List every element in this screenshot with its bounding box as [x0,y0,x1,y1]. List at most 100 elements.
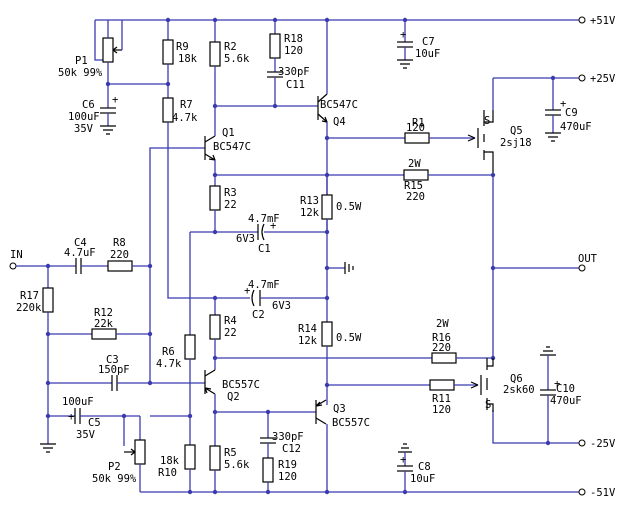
cap-c7: + C7 10uF [397,20,440,69]
cap-c8: + C8 10uF [397,443,435,495]
r1-value: 120 [406,122,425,134]
c9-ref: C9 [565,107,578,119]
c11-ref: C11 [286,79,305,91]
c7-value: 10uF [415,48,440,60]
svg-text:+: + [400,29,406,41]
svg-text:+: + [560,98,566,110]
r9-ref: R9 [176,41,189,53]
rail-label-pos25: +25V [590,73,616,85]
r1-ref: R1 [412,117,425,129]
p2-ref: P2 [108,461,121,473]
c1-voltage: 6V3 [236,233,255,245]
cap-c10: + C10 470uF [540,346,582,443]
svg-text:+: + [112,94,118,106]
r2-value: 5.6k [224,53,250,65]
q5-ref: Q5 [510,125,523,137]
resistor-r1: R1 120 [327,117,476,144]
r12-ref: R12 [94,307,113,319]
mid-ground [327,262,354,274]
rail-label-pos51: +51V [590,15,616,27]
r14-power: 0.5W [336,332,362,344]
cap-c2: + 4.7mF 6V3 C2 [212,279,327,321]
transistor-q6: S Q6 2sk60 [480,358,535,412]
out-label: OUT [578,253,598,265]
q4-part: BC547C [320,99,358,111]
r11-ref: R11 [432,393,451,405]
ground-left [40,438,56,453]
r13-power: 0.5W [336,201,362,213]
c5-ref: C5 [88,417,101,429]
output-node: OUT [490,175,598,358]
r19-value: 120 [278,471,297,483]
cap-c3: C3 150pF [45,354,205,391]
r13-ref: R13 [300,195,319,207]
r7-ref: R7 [180,99,193,111]
c6-ref: C6 [82,99,95,111]
p2-value: 50k 99% [92,473,137,485]
resistor-r17: R17 220k [16,266,54,438]
r10-value: 18k [160,455,180,467]
c2-ref: C2 [252,309,265,321]
r19-ref: R19 [278,459,297,471]
r15-ref: R15 [404,180,423,192]
resistor-r7: R7 4.7k [162,84,215,299]
c12-ref: C12 [282,443,301,455]
resistor-r6: R6 4.7k [156,334,196,445]
c10-value: 470uF [550,395,582,407]
q1-ref: Q1 [222,127,235,139]
transistor-q3: Q3 BC557C [315,399,370,492]
c11-value: 330pF [278,66,310,78]
resistor-r5: R5 5.6k [209,445,250,495]
q2-part: BC557C [222,379,260,391]
cap-c6: + C6 100uF 35V [68,84,118,135]
r15-power: 2W [408,158,421,170]
r13-value: 12k [300,207,320,219]
c3-ref: C3 [106,354,119,366]
pot-p1: P1 50k 99% [58,20,123,84]
resistor-r14: R14 12k 0.5W [298,321,362,405]
c2-value: 4.7mF [248,279,280,291]
q3-part: BC557C [332,417,370,429]
r7-value: 4.7k [172,112,198,124]
rail-label-neg25: -25V [590,438,616,450]
transistor-q5: S Q5 2sj18 [477,110,532,175]
r2-ref: R2 [224,41,237,53]
r3-ref: R3 [224,187,237,199]
rail-neg25: -25V [492,410,616,450]
r8-ref: R8 [113,237,126,249]
rail-pos25: +25V [492,73,616,110]
q6-ref: Q6 [510,373,523,385]
r6-ref: R6 [162,346,175,358]
r12-value: 22k [94,318,114,330]
c3-value: 150pF [98,364,130,376]
r6-value: 4.7k [156,358,182,370]
c9-value: 470uF [560,121,592,133]
r16-value: 220 [432,342,451,354]
resistor-r18: R18 120 [269,20,303,72]
r4-ref: R4 [224,315,237,327]
r5-value: 5.6k [224,459,250,471]
svg-text:+: + [400,454,406,466]
r16-power: 2W [436,318,449,330]
pot-p2: P2 50k 99% [92,416,146,492]
cap-c9: + C9 470uF [545,78,592,142]
svg-text:+: + [68,411,74,423]
q3-ref: Q3 [333,403,346,415]
q4-ref: Q4 [333,116,346,128]
svg-text:+: + [270,220,276,232]
resistor-r13: R13 12k 0.5W [300,172,362,322]
r16-ref: R16 [432,332,451,344]
q5-part: 2sj18 [500,137,532,149]
r14-ref: R14 [298,323,317,335]
r4-value: 22 [224,327,237,339]
c10-ref: C10 [556,383,575,395]
resistor-r19: R19 120 [262,457,297,495]
r18-value: 120 [284,45,303,57]
c5-value: 100uF [62,396,94,408]
c12-value: 330pF [272,431,304,443]
in-label: IN [10,249,23,261]
r3-value: 22 [224,199,237,211]
resistor-r4: R4 22 [209,298,237,370]
c5-voltage: 35V [76,429,96,441]
